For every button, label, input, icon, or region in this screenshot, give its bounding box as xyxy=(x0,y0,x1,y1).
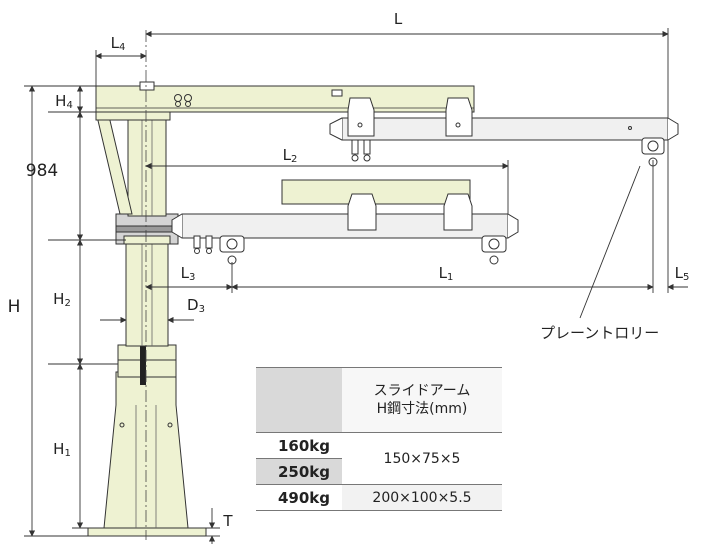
table-row: 490kg 200×100×5.5 xyxy=(256,484,502,511)
lower-jib-arm xyxy=(281,179,471,205)
dim-L3: L3 xyxy=(181,264,196,283)
dim-L1: L1 xyxy=(439,264,454,283)
table-capacity: 160kg xyxy=(256,432,342,459)
hook-icon xyxy=(351,139,371,162)
table-header-row: スライドアーム H鋼寸法(mm) xyxy=(256,367,502,433)
dim-L4: L4 xyxy=(111,34,126,53)
table-header-line-2: H鋼寸法(mm) xyxy=(376,401,468,417)
table-header: スライドアーム H鋼寸法(mm) xyxy=(342,367,502,433)
dim-H4: H4 xyxy=(55,92,73,111)
dim-T: T xyxy=(222,512,233,530)
dim-H: H xyxy=(8,297,21,317)
diagonal-brace xyxy=(95,111,133,215)
table-row: 160kg 150×75×5 xyxy=(256,432,502,485)
base-plate xyxy=(87,527,207,537)
table-row: 250kg xyxy=(256,458,502,485)
dim-L5: L5 xyxy=(675,264,690,283)
table-header-line-1: スライドアーム xyxy=(373,383,471,399)
trolley-icon xyxy=(219,235,245,265)
table-size: 200×100×5.5 xyxy=(342,484,502,511)
dim-H1: H1 xyxy=(53,440,71,459)
trolley-icon xyxy=(641,137,665,167)
hook-icon xyxy=(174,94,192,107)
dim-D3: D3 xyxy=(187,296,205,315)
callout-plain-trolley: プレーントロリー xyxy=(540,324,659,342)
dim-984: 984 xyxy=(26,161,58,181)
dim-H2: H2 xyxy=(53,290,71,309)
upper-runway-beam xyxy=(341,117,669,141)
h-beam-spec-table: スライドアーム H鋼寸法(mm) 160kg 150×75×5 250kg 49… xyxy=(256,367,502,511)
trolley-icon xyxy=(481,235,507,265)
hook-icon xyxy=(193,235,213,254)
column-flange xyxy=(117,344,177,378)
upper-column xyxy=(127,109,167,217)
middle-column xyxy=(125,241,169,347)
dim-L2: L2 xyxy=(283,146,298,165)
table-capacity: 250kg xyxy=(256,458,342,485)
table-capacity: 490kg xyxy=(256,484,342,511)
table-header-blank xyxy=(256,367,342,433)
dim-L: L xyxy=(394,10,403,28)
table-size: 150×75×5 xyxy=(342,432,502,485)
